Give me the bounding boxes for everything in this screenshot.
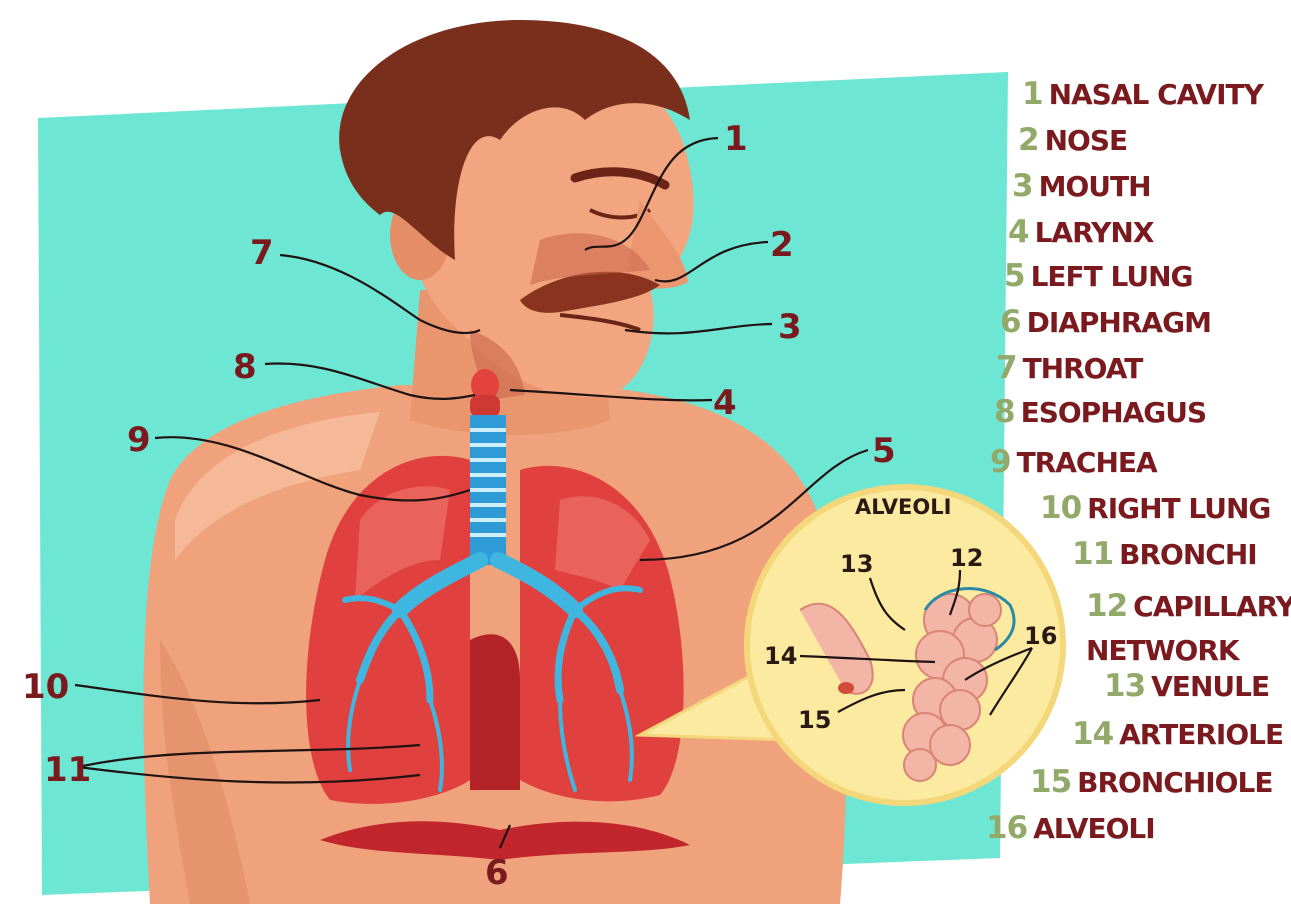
callout-4: 4 [713, 383, 737, 423]
heart-shadow [470, 634, 520, 790]
callout-13: 13 [840, 550, 873, 578]
callout-6: 6 [485, 853, 509, 893]
callout-5: 5 [872, 431, 896, 471]
callout-1: 1 [724, 119, 748, 159]
callout-11: 11 [44, 750, 91, 790]
callout-7: 7 [250, 233, 274, 273]
arteriole-end [838, 682, 854, 694]
callout-14: 14 [764, 642, 797, 670]
inset-title: ALVEOLI [855, 495, 951, 519]
larynx-ring [470, 395, 500, 417]
callout-10: 10 [22, 667, 69, 707]
callout-2: 2 [770, 225, 794, 265]
callout-9: 9 [127, 420, 151, 460]
callout-12: 12 [950, 544, 983, 572]
callout-16: 16 [1024, 622, 1057, 650]
callout-8: 8 [233, 347, 257, 387]
callout-3: 3 [778, 307, 802, 347]
callout-15: 15 [798, 706, 831, 734]
